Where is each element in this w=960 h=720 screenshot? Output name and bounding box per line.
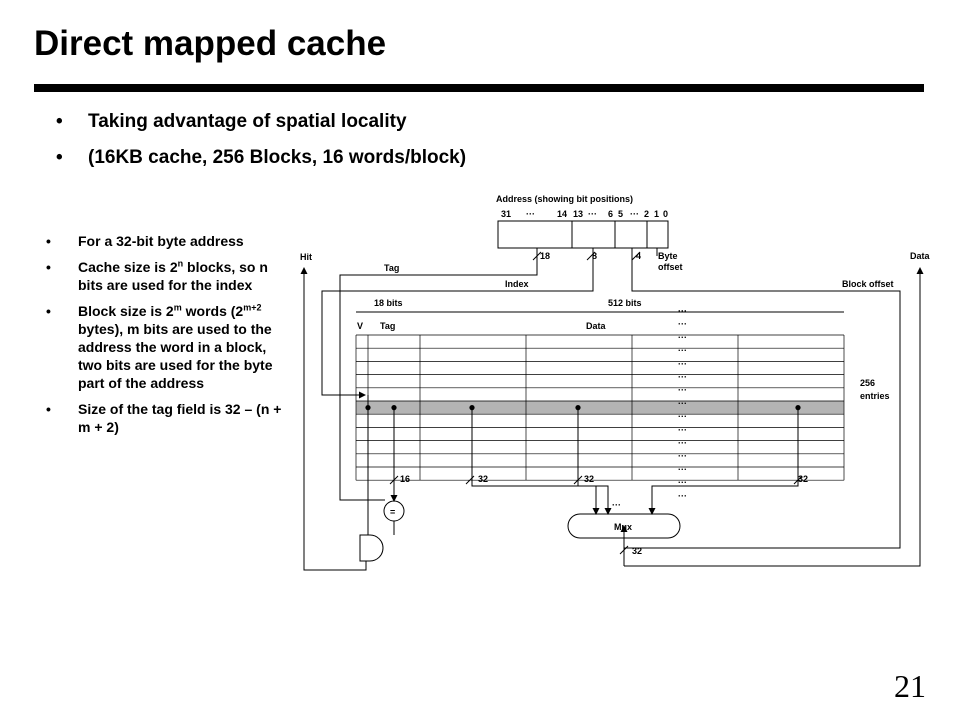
cache-ellipsis: ···	[678, 438, 687, 448]
bit-13: 13	[573, 209, 583, 219]
tag-wire	[339, 248, 538, 501]
cache-array	[355, 334, 845, 481]
cache-diagram: Address (showing bit positions) 31 ··· 1…	[300, 194, 931, 571]
cache-ellipsis: ···	[678, 319, 687, 329]
cache-ellipsis: ···	[678, 306, 687, 316]
output-width: 32	[632, 546, 642, 556]
comparator-symbol: =	[390, 507, 395, 517]
hit-wire	[300, 267, 367, 571]
word-0-width-tick	[465, 475, 475, 485]
tag-column-header: Tag	[380, 321, 395, 331]
cache-ellipsis: ···	[678, 464, 687, 474]
tag-width-label: 18 bits	[374, 298, 403, 308]
cache-ellipsis: ···	[678, 359, 687, 369]
bit-5: 5	[618, 209, 623, 219]
word-2-tap-wire	[648, 407, 799, 515]
side-bullet-list: For a 32-bit byte address Cache size is …	[46, 232, 282, 444]
bit-2: 2	[644, 209, 649, 219]
cache-ellipsis: ···	[678, 385, 687, 395]
word-0-width: 32	[478, 474, 488, 484]
bit-1: 1	[654, 209, 659, 219]
word-1-tap-wire	[577, 407, 612, 515]
mux-label: Mux	[614, 522, 632, 532]
index-wire-label: Index	[505, 279, 529, 289]
bit-dots-c: ···	[630, 209, 639, 219]
and-gate	[359, 534, 384, 562]
cache-ellipsis: ···	[678, 425, 687, 435]
block-size-exponent: m	[173, 302, 182, 313]
bit-14: 14	[557, 209, 567, 219]
word-0-tap-wire	[471, 407, 600, 515]
offset-field-width: 4	[636, 251, 641, 261]
data-output-wire	[624, 267, 924, 567]
cache-ellipsis: ···	[678, 372, 687, 382]
cache-ellipsis: ···	[678, 491, 687, 501]
cache-ellipsis: ···	[678, 412, 687, 422]
tap-wires	[365, 405, 801, 535]
side-bullet-tag-size: Size of the tag field is 32 – (n + m + 2…	[46, 400, 282, 436]
side-bullet-address-size: For a 32-bit byte address	[46, 232, 282, 250]
comparator-width-tick	[389, 475, 399, 485]
entries-label-2: entries	[860, 391, 890, 401]
bit-0: 0	[663, 209, 668, 219]
cache-size-text-b: blocks, so n bits are used for the index	[78, 259, 268, 293]
word-1-width-tick	[573, 475, 583, 485]
bit-dots-b: ···	[588, 209, 597, 219]
data-width-label: 512 bits	[608, 298, 642, 308]
slide-title: Direct mapped cache	[34, 24, 387, 63]
word-2-width: 32	[798, 474, 808, 484]
entries-label-1: 256	[860, 378, 875, 388]
selected-cache-line	[356, 401, 844, 415]
cache-ellipses: ··· ··· ··· ··· ··· ··· ··· ··· ··· ··· ··· ··· ··· ·…	[678, 306, 687, 501]
cache-ellipsis: ···	[678, 451, 687, 461]
address-title: Address (showing bit positions)	[496, 194, 633, 204]
cache-ellipsis: ···	[678, 398, 687, 408]
byte-offset-label-2: offset	[658, 262, 683, 272]
cache-size-exponent: n	[177, 258, 184, 269]
cache-ellipsis: ···	[678, 346, 687, 356]
word-2-width-tick	[793, 475, 803, 485]
data-column-header: Data	[586, 321, 607, 331]
index-field-tick	[586, 251, 596, 261]
bit-6: 6	[608, 209, 613, 219]
data-output-label: Data	[910, 251, 931, 261]
word-1-width: 32	[584, 474, 594, 484]
hit-label: Hit	[300, 252, 312, 262]
cache-ellipsis: ···	[678, 332, 687, 342]
address-register	[497, 220, 669, 249]
offset-field-tick	[631, 251, 641, 261]
page-number: 21	[894, 668, 926, 704]
output-width-tick	[619, 545, 629, 555]
block-offset-label: Block offset	[842, 279, 894, 289]
top-bullet-list: Taking advantage of spatial locality (16…	[56, 108, 466, 180]
index-wire	[321, 248, 594, 399]
byte-offset-label-1: Byte	[658, 251, 678, 261]
block-bytes-exponent: m+2	[243, 302, 262, 313]
title-rule	[34, 84, 924, 92]
block-size-text-b: words (2	[181, 303, 244, 319]
top-bullet-spatial-locality: Taking advantage of spatial locality	[56, 108, 466, 144]
mux-input-ellipsis: ···	[612, 500, 621, 510]
index-field-width: 8	[592, 251, 597, 261]
cache-size-text-a: Cache size is 2	[78, 259, 178, 275]
comparator-width: 16	[400, 474, 410, 484]
block-offset-wire	[620, 248, 901, 549]
bit-dots-a: ···	[526, 209, 535, 219]
top-bullet-cache-parameters: (16KB cache, 256 Blocks, 16 words/block)	[56, 144, 466, 180]
block-size-text-a: Block size is 2	[78, 303, 174, 319]
tag-wire-label: Tag	[384, 263, 399, 273]
valid-column-header: V	[357, 321, 363, 331]
side-bullet-cache-size: Cache size is 2n blocks, so n bits are u…	[46, 258, 282, 294]
cache-ellipsis: ···	[678, 478, 687, 488]
bit-31: 31	[501, 209, 511, 219]
tag-field-width: 18	[540, 251, 550, 261]
side-bullet-block-size: Block size is 2m words (2m+2 bytes), m b…	[46, 302, 282, 392]
block-size-text-c: bytes), m bits are used to the address t…	[78, 321, 273, 391]
